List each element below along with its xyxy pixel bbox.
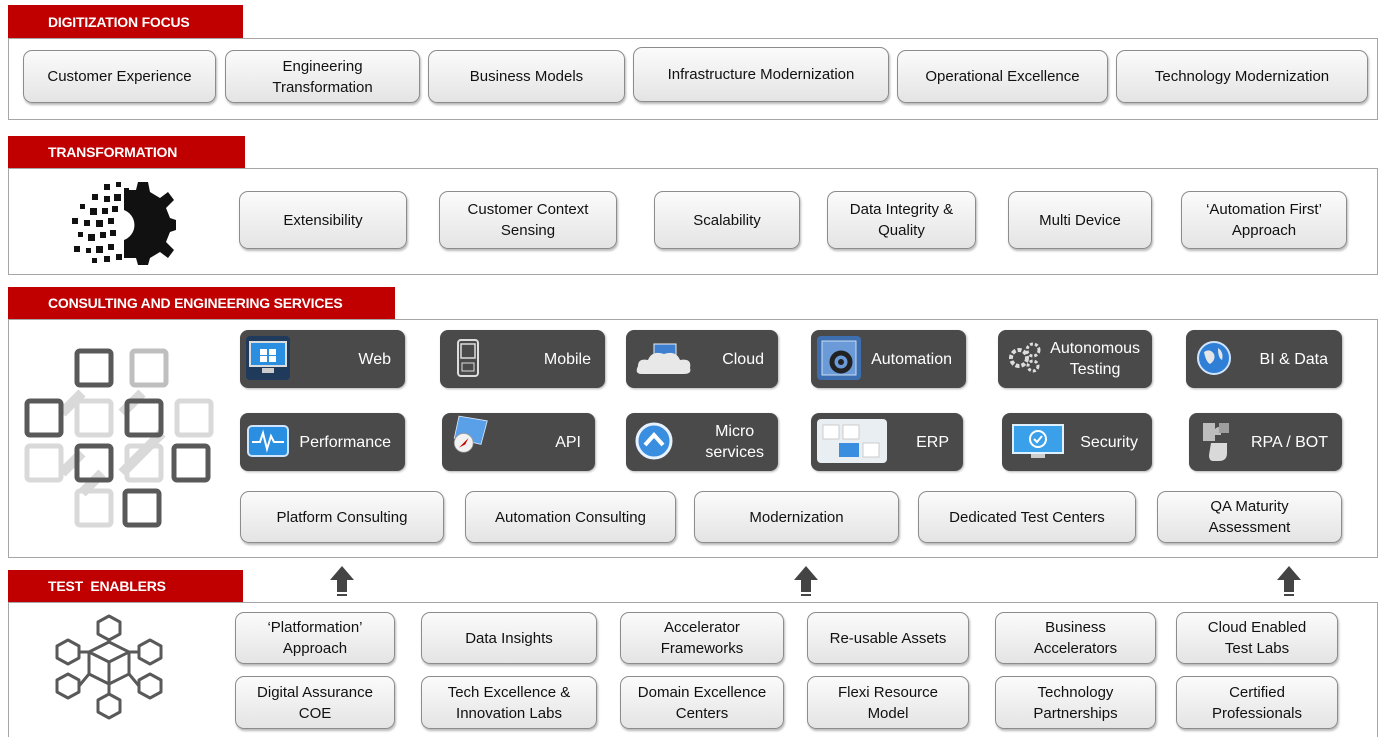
- service-label: Web: [358, 350, 391, 368]
- test-enablers-header: TEST ENABLERS: [8, 570, 243, 602]
- service-tile-automation: Automation: [811, 330, 966, 388]
- service-label: Security: [1080, 433, 1138, 451]
- enabler-item: Technology Partnerships: [995, 676, 1156, 729]
- up-arrow-icon: [330, 566, 354, 596]
- enabler-item: Re-usable Assets: [807, 612, 969, 664]
- up-arrow-icon: [1277, 566, 1301, 596]
- service-label: API: [555, 433, 581, 451]
- service-tile-web: Web: [240, 330, 405, 388]
- service-label: RPA / BOT: [1250, 433, 1328, 451]
- service-label: Cloud: [722, 350, 764, 368]
- up-arrow-icon: [794, 566, 818, 596]
- enabler-item: Tech Excellence & Innovation Labs: [421, 676, 597, 729]
- digitization-item: Operational Excellence: [897, 50, 1108, 103]
- gears-icon: [1004, 336, 1048, 380]
- service-label: Performance: [299, 433, 391, 451]
- puzzle-hand-icon: [1195, 419, 1239, 463]
- service-tile-erp: ERP: [811, 413, 963, 471]
- transformation-item: Extensibility: [239, 191, 407, 249]
- service-tile-api: API: [442, 413, 595, 471]
- service-label: Micro services: [705, 423, 764, 461]
- digitization-item: Business Models: [428, 50, 625, 103]
- cloud-icon: [632, 336, 696, 380]
- service-label: BI & Data: [1259, 350, 1328, 368]
- service-label: Autonomous Testing: [1050, 340, 1140, 378]
- transformation-item: Data Integrity & Quality: [827, 191, 976, 249]
- digitization-item: Engineering Transformation: [225, 50, 420, 103]
- digitization-item: Technology Modernization: [1116, 50, 1368, 103]
- service-tile-cloud: Cloud: [626, 330, 778, 388]
- circle-up-arrow-icon: [632, 419, 676, 463]
- transformation-item: Scalability: [654, 191, 800, 249]
- erp-keyboard-icon: [817, 419, 887, 463]
- enabler-item: Flexi Resource Model: [807, 676, 969, 729]
- consulting-item: Modernization: [694, 491, 899, 543]
- consulting-header: CONSULTING AND ENGINEERING SERVICES: [8, 287, 395, 319]
- transformation-item: Multi Device: [1008, 191, 1152, 249]
- consulting-item: QA Maturity Assessment: [1157, 491, 1342, 543]
- globe-icon: [1192, 336, 1236, 380]
- automation-gear-icon: [817, 336, 861, 380]
- digitization-item: Infrastructure Modernization: [633, 47, 889, 102]
- service-tile-performance: Performance: [240, 413, 405, 471]
- security-monitor-icon: [1008, 419, 1068, 463]
- connected-squares-icon: [24, 348, 214, 528]
- service-tile-security: Security: [1002, 413, 1152, 471]
- service-tile-microservices: Micro services: [626, 413, 778, 471]
- desktop-monitor-icon: [246, 336, 290, 380]
- service-label: Mobile: [543, 350, 591, 368]
- mobile-phone-icon: [446, 336, 490, 380]
- enabler-item: Data Insights: [421, 612, 597, 664]
- transformation-item: ‘Automation First’ Approach: [1181, 191, 1347, 249]
- digitization-focus-header: DIGITIZATION FOCUS: [8, 5, 243, 38]
- digitization-item: Customer Experience: [23, 50, 216, 103]
- transformation-item: Customer Context Sensing: [439, 191, 617, 249]
- enabler-item: ‘Platformation’ Approach: [235, 612, 395, 664]
- enabler-item: Certified Professionals: [1176, 676, 1338, 729]
- service-label: ERP: [916, 433, 949, 451]
- enabler-item: Cloud Enabled Test Labs: [1176, 612, 1338, 664]
- consulting-item: Automation Consulting: [465, 491, 676, 543]
- enabler-item: Digital Assurance COE: [235, 676, 395, 729]
- consulting-item: Dedicated Test Centers: [918, 491, 1136, 543]
- pixel-gear-icon: [72, 182, 176, 265]
- service-tile-autonomous-testing: Autonomous Testing: [998, 330, 1152, 388]
- service-tile-rpa-bot: RPA / BOT: [1189, 413, 1342, 471]
- performance-monitor-icon: [246, 419, 290, 463]
- enabler-item: Business Accelerators: [995, 612, 1156, 664]
- consulting-item: Platform Consulting: [240, 491, 444, 543]
- service-tile-bi-data: BI & Data: [1186, 330, 1342, 388]
- compass-map-icon: [448, 413, 492, 457]
- enabler-item: Accelerator Frameworks: [620, 612, 784, 664]
- service-label: Automation: [871, 350, 952, 368]
- cube-network-icon: [55, 614, 163, 720]
- enabler-item: Domain Excellence Centers: [620, 676, 784, 729]
- transformation-header: TRANSFORMATION: [8, 136, 245, 168]
- service-tile-mobile: Mobile: [440, 330, 605, 388]
